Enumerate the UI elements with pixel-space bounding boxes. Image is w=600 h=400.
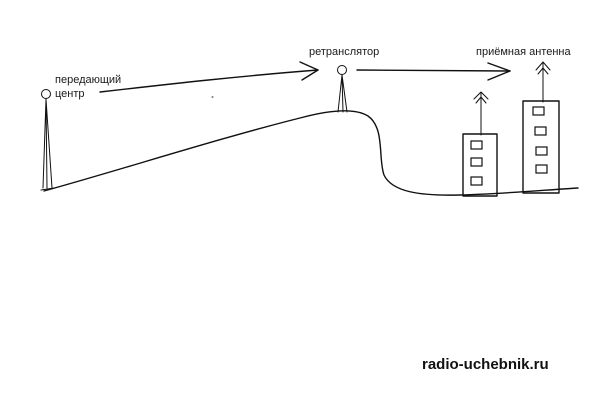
building-small-window [470,176,483,186]
transmitter-label-line2: центр [55,88,85,100]
building-tall-window [535,146,548,156]
building-small-antenna-icon [473,91,489,136]
arrow-to-repeater [99,61,319,93]
building-tall-window [534,126,547,136]
building-tall [522,61,560,194]
repeater-antenna-icon [337,65,347,75]
repeater-label: ретранслятор [309,46,379,58]
site-watermark: radio-uchebnik.ru [422,356,549,373]
building-tall-window [535,164,548,174]
transmitter-label-line1: передающий [55,74,121,86]
terrain-line [43,110,579,196]
building-small [462,91,498,197]
arrow-to-receiver [356,62,511,81]
repeater-tower [337,65,348,113]
transmitter-tower [40,89,55,191]
building-small-window [470,140,483,150]
building-tall-window [532,106,545,116]
transmitter-mast [40,98,55,191]
transmitter-antenna-icon [41,89,51,99]
building-tall-antenna-icon [535,61,551,103]
building-small-window [470,157,483,167]
building-small-body [462,133,498,197]
building-tall-body [522,100,560,194]
receiver-label: приёмная антенна [476,46,571,58]
repeater-mast [337,74,348,113]
